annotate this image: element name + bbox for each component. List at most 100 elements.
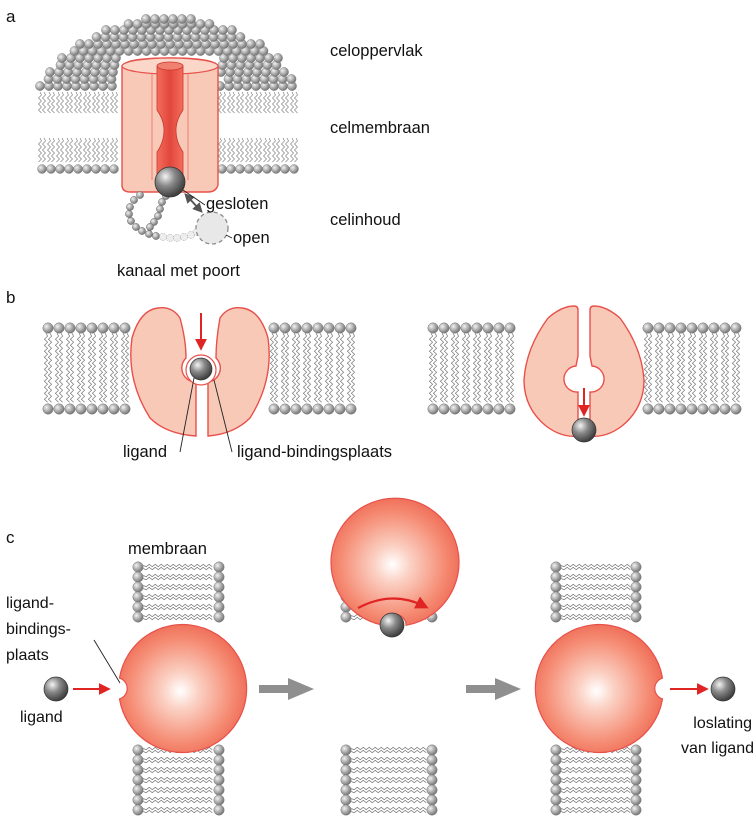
lipid-head xyxy=(214,795,224,805)
lipid-head xyxy=(698,404,708,414)
lipid-tail xyxy=(462,333,465,402)
lipid-tail xyxy=(710,333,713,402)
lipid-tail xyxy=(264,92,267,113)
lipid-head xyxy=(133,755,143,765)
lipid-tail xyxy=(655,333,658,402)
lipid-head xyxy=(665,323,675,333)
lipid-tail xyxy=(66,92,69,113)
lipid-tail xyxy=(495,333,498,402)
lipid-tail xyxy=(703,333,706,402)
lipid-tail xyxy=(351,790,426,792)
lipid-tail xyxy=(79,92,82,113)
lipid-head xyxy=(341,755,351,765)
lipid-tail xyxy=(241,138,244,162)
lipid-tail xyxy=(143,587,212,589)
gate-chain-bead xyxy=(136,191,143,198)
lipid-tail xyxy=(48,92,51,113)
lipid-head xyxy=(551,562,561,572)
lipid-head xyxy=(461,323,471,333)
lipid-head xyxy=(120,323,130,333)
lipid-head xyxy=(450,323,460,333)
lipid-head xyxy=(76,323,86,333)
panel-a: a gesloten open celoppervlak celmembraan… xyxy=(6,7,430,280)
lipid-tail xyxy=(318,333,321,402)
lipid-tail xyxy=(84,138,87,162)
lipid-tail xyxy=(286,92,289,113)
carrier-protein-1 xyxy=(120,625,247,753)
lipid-tail xyxy=(677,333,680,402)
lipid-tail xyxy=(561,614,630,616)
lipid-head xyxy=(133,745,143,755)
lipid-head xyxy=(643,404,653,414)
lipid-head xyxy=(551,775,561,785)
lipid-head xyxy=(335,404,345,414)
lipid-tail xyxy=(561,797,630,799)
lipid-head xyxy=(631,562,641,572)
lipid-tail xyxy=(561,567,630,569)
lipid-tail xyxy=(111,138,114,162)
lipid-tail xyxy=(451,333,454,402)
lipid-tail xyxy=(561,577,630,579)
lipid-head xyxy=(272,165,281,174)
lipid-tail xyxy=(143,604,212,606)
lipid-tail xyxy=(55,333,58,402)
lipid-tail xyxy=(259,138,262,162)
lipid-tail xyxy=(351,780,426,782)
label-cell-surface: celoppervlak xyxy=(330,42,423,60)
lipid-head xyxy=(551,572,561,582)
lipid-head xyxy=(687,404,697,414)
lipid-tail xyxy=(455,333,458,402)
lipid-head xyxy=(186,14,195,23)
lipid-head xyxy=(245,165,254,174)
ligand-c-approach xyxy=(44,677,68,701)
lipid-head xyxy=(236,32,245,41)
lipid-tail xyxy=(111,92,114,113)
lipid-tail xyxy=(648,333,651,402)
lipid-head xyxy=(341,785,351,795)
lipid-tail xyxy=(561,787,630,789)
lipid-tail xyxy=(228,138,231,162)
lipid-head xyxy=(254,165,263,174)
lipid-tail xyxy=(561,760,630,762)
lipid-tail xyxy=(340,333,343,402)
lipid-tail xyxy=(106,138,109,162)
lipid-head xyxy=(246,39,255,48)
lipid-tail xyxy=(114,333,117,402)
lipid-head xyxy=(84,39,93,48)
lipid-tail xyxy=(143,614,212,616)
lipid-tail xyxy=(93,92,96,113)
lipid-head xyxy=(676,404,686,414)
lipid-head xyxy=(124,19,133,28)
ligand-released xyxy=(572,418,596,442)
lipid-tail xyxy=(143,807,212,809)
lipid-head xyxy=(87,404,97,414)
lipid-head xyxy=(427,745,437,755)
lipid-tail xyxy=(307,333,310,402)
lipid-head xyxy=(483,323,493,333)
lipid-head xyxy=(450,404,460,414)
lipid-head xyxy=(280,323,290,333)
lipid-head xyxy=(214,592,224,602)
lipid-tail xyxy=(681,333,684,402)
lipid-head xyxy=(279,67,288,76)
lipid-head xyxy=(551,745,561,755)
lipid-head xyxy=(346,323,356,333)
gate-ball-open xyxy=(196,212,228,244)
lipid-tail xyxy=(291,138,294,162)
lipid-head xyxy=(110,165,119,174)
lipid-tail xyxy=(714,333,717,402)
lipid-tail xyxy=(102,138,105,162)
lipid-tail xyxy=(292,333,295,402)
lipid-head xyxy=(92,32,101,41)
lipid-head xyxy=(109,404,119,414)
lipid-head xyxy=(54,404,64,414)
lipid-head xyxy=(428,323,438,333)
lipid-tail xyxy=(484,333,487,402)
lipid-head xyxy=(676,323,686,333)
lipid-tail xyxy=(79,138,82,162)
lipid-head xyxy=(218,165,227,174)
lipid-head xyxy=(631,582,641,592)
lipid-head xyxy=(263,165,272,174)
lipid-tail xyxy=(143,617,212,619)
lipid-head xyxy=(472,404,482,414)
